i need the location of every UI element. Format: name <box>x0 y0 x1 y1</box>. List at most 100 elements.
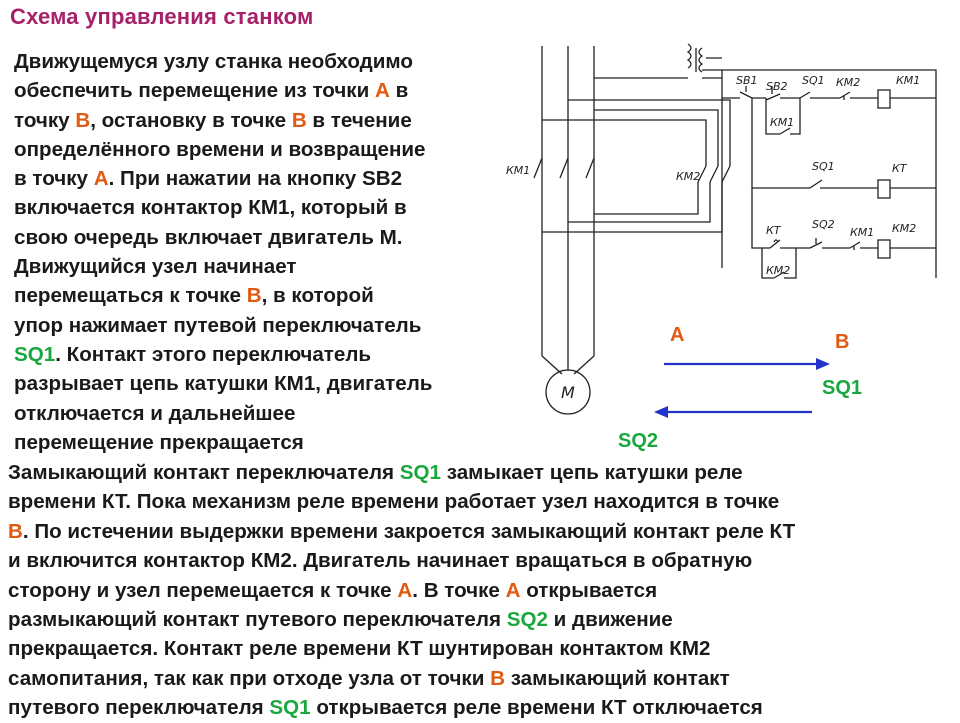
text-line: свою очередь включает двигатель М. <box>14 223 504 252</box>
text-line: Движущийся узел начинает <box>14 252 504 281</box>
text-segment: и движение <box>547 608 673 632</box>
label-km2-seal: КМ2 <box>766 264 790 277</box>
text-line: обеспечить перемещение из точки А в <box>14 76 504 105</box>
label-motor: М <box>561 383 575 402</box>
text-segment: времени КТ. Пока механизм реле времени р… <box>8 490 780 514</box>
description-paragraph-2: Замыкающий контакт переключателя SQ1 зам… <box>8 458 956 723</box>
label-sq1-top: SQ1 <box>802 74 825 87</box>
sq1-top-contact <box>799 91 811 99</box>
rung-3-wire <box>751 188 936 249</box>
text-segment: замыкающий контакт <box>504 666 730 690</box>
text-line: Движущемуся узлу станка необходимо <box>14 47 504 76</box>
label-kt-coil: КТ <box>892 162 908 175</box>
text-segment: . При нажатии на кнопку SB2 <box>108 167 403 191</box>
text-line: Замыкающий контакт переключателя SQ1 зам… <box>8 458 956 487</box>
point-b-label: В <box>835 331 850 353</box>
text-segment: . Контакт этого переключатель <box>55 342 372 366</box>
highlight-term: В <box>8 519 23 543</box>
text-segment: свою очередь включает двигатель М. <box>14 225 403 249</box>
highlight-term: А <box>505 578 521 602</box>
highlight-term: SQ1 <box>14 342 56 366</box>
text-line: SQ1. Контакт этого переключатель <box>14 340 504 369</box>
text-line: самопитания, так как при отходе узла от … <box>8 664 956 693</box>
arrow-b-to-a-head <box>654 406 668 418</box>
text-segment: перемещаться к точке <box>14 284 247 308</box>
highlight-term: В <box>291 108 307 132</box>
highlight-term: В <box>246 284 262 308</box>
text-segment: . По истечении выдержки времени закроетс… <box>22 519 796 543</box>
sq2-contact <box>809 238 823 249</box>
label-km1-power: КМ1 <box>506 164 530 177</box>
sb1-contact <box>739 86 753 99</box>
text-segment: обеспечить перемещение из точки <box>14 79 375 103</box>
text-segment: сторону и узел перемещается к точке <box>8 578 398 602</box>
text-line: перемещаться к точке В, в которой <box>14 281 504 310</box>
km2-return-wiring <box>542 182 723 233</box>
arrow-a-to-b-head <box>816 358 830 370</box>
km1-interlock-contact <box>849 241 861 250</box>
text-segment: , в которой <box>261 284 374 308</box>
text-segment: разрывает цепь катушки КМ1, двигатель <box>14 372 433 396</box>
km1-coil <box>877 89 891 109</box>
text-line: путевого переключателя SQ1 открывается р… <box>8 693 956 722</box>
rung-2-wire <box>751 98 936 189</box>
text-line: времени КТ. Пока механизм реле времени р… <box>8 487 956 516</box>
switch-sq2-label: SQ2 <box>618 430 659 452</box>
page-title: Схема управления станком <box>10 4 314 29</box>
text-segment: и включится контактор КМ2. Двигатель нач… <box>8 549 753 573</box>
label-kt-contact: КТ <box>766 224 782 237</box>
motion-arrows <box>654 358 830 418</box>
highlight-term: SQ1 <box>269 696 311 720</box>
highlight-term: SQ1 <box>399 461 442 484</box>
highlight-term: В <box>490 666 505 690</box>
text-line: прекращается. Контакт реле времени КТ шу… <box>8 634 956 663</box>
text-segment: в точку <box>14 167 94 191</box>
text-line: размыкающий контакт путевого переключате… <box>8 605 956 634</box>
text-segment: упор нажимает путевой переключатель <box>14 313 422 337</box>
km2-reverse-wiring <box>542 99 731 166</box>
text-segment: замыкает цепь катушки реле <box>441 461 743 484</box>
control-circuit-schematic: SB1 SB2 SQ1 КМ2 КМ1 КМ1 SQ1 КТ КТ SQ2 КМ… <box>506 43 937 415</box>
text-line: в точку А. При нажатии на кнопку SB2 <box>14 164 504 193</box>
km2-seal-wire <box>761 248 797 279</box>
km2-coil <box>877 239 891 259</box>
label-sb1: SB1 <box>736 74 758 87</box>
highlight-term: В <box>75 108 91 132</box>
text-segment: , остановку в точке <box>90 108 292 132</box>
text-segment: точку <box>14 108 76 132</box>
text-segment: размыкающий контакт путевого переключате… <box>8 608 507 632</box>
text-segment: отключается и дальнейшее <box>14 401 296 425</box>
text-segment: открывается реле времени КТ отключается <box>310 696 763 720</box>
control-transformer <box>686 43 704 73</box>
label-km1-seal: КМ1 <box>770 116 794 129</box>
text-segment: определённого времени и возвращение <box>14 137 426 161</box>
label-km2-power: КМ2 <box>676 170 700 183</box>
label-sq2: SQ2 <box>812 218 835 231</box>
text-segment: Движущемуся узлу станка необходимо <box>14 50 413 73</box>
kt-coil <box>877 179 891 199</box>
text-segment: прекращается. Контакт реле времени КТ шу… <box>8 637 711 661</box>
text-segment: Движущийся узел начинает <box>14 255 297 279</box>
motor-symbol <box>545 369 591 415</box>
kt-timed-contact <box>769 239 781 249</box>
text-segment: в течение <box>306 108 412 132</box>
text-line: определённого времени и возвращение <box>14 135 504 164</box>
km2-top-contact <box>839 91 851 100</box>
text-line: и включится контактор КМ2. Двигатель нач… <box>8 546 956 575</box>
label-sq1-mid: SQ1 <box>812 160 835 173</box>
text-line: сторону и узел перемещается к точке А. В… <box>8 576 956 605</box>
text-line: В. По истечении выдержки времени закроет… <box>8 517 956 546</box>
sb2-contact <box>765 86 781 101</box>
text-line: включается контактор КМ1, который в <box>14 193 504 222</box>
highlight-term: А <box>374 79 390 103</box>
km1-seal-wire <box>765 98 801 135</box>
text-segment: в <box>389 79 409 103</box>
point-a-label: А <box>670 324 685 346</box>
text-segment: . В точке <box>412 578 506 602</box>
switch-sq1-label: SQ1 <box>822 377 863 399</box>
text-segment: самопитания, так как при отходе узла от … <box>8 666 491 690</box>
text-segment: включается контактор КМ1, который в <box>14 196 407 220</box>
text-line: упор нажимает путевой переключатель <box>14 311 504 340</box>
text-segment: открывается <box>520 578 658 602</box>
motor-leads <box>541 355 595 375</box>
